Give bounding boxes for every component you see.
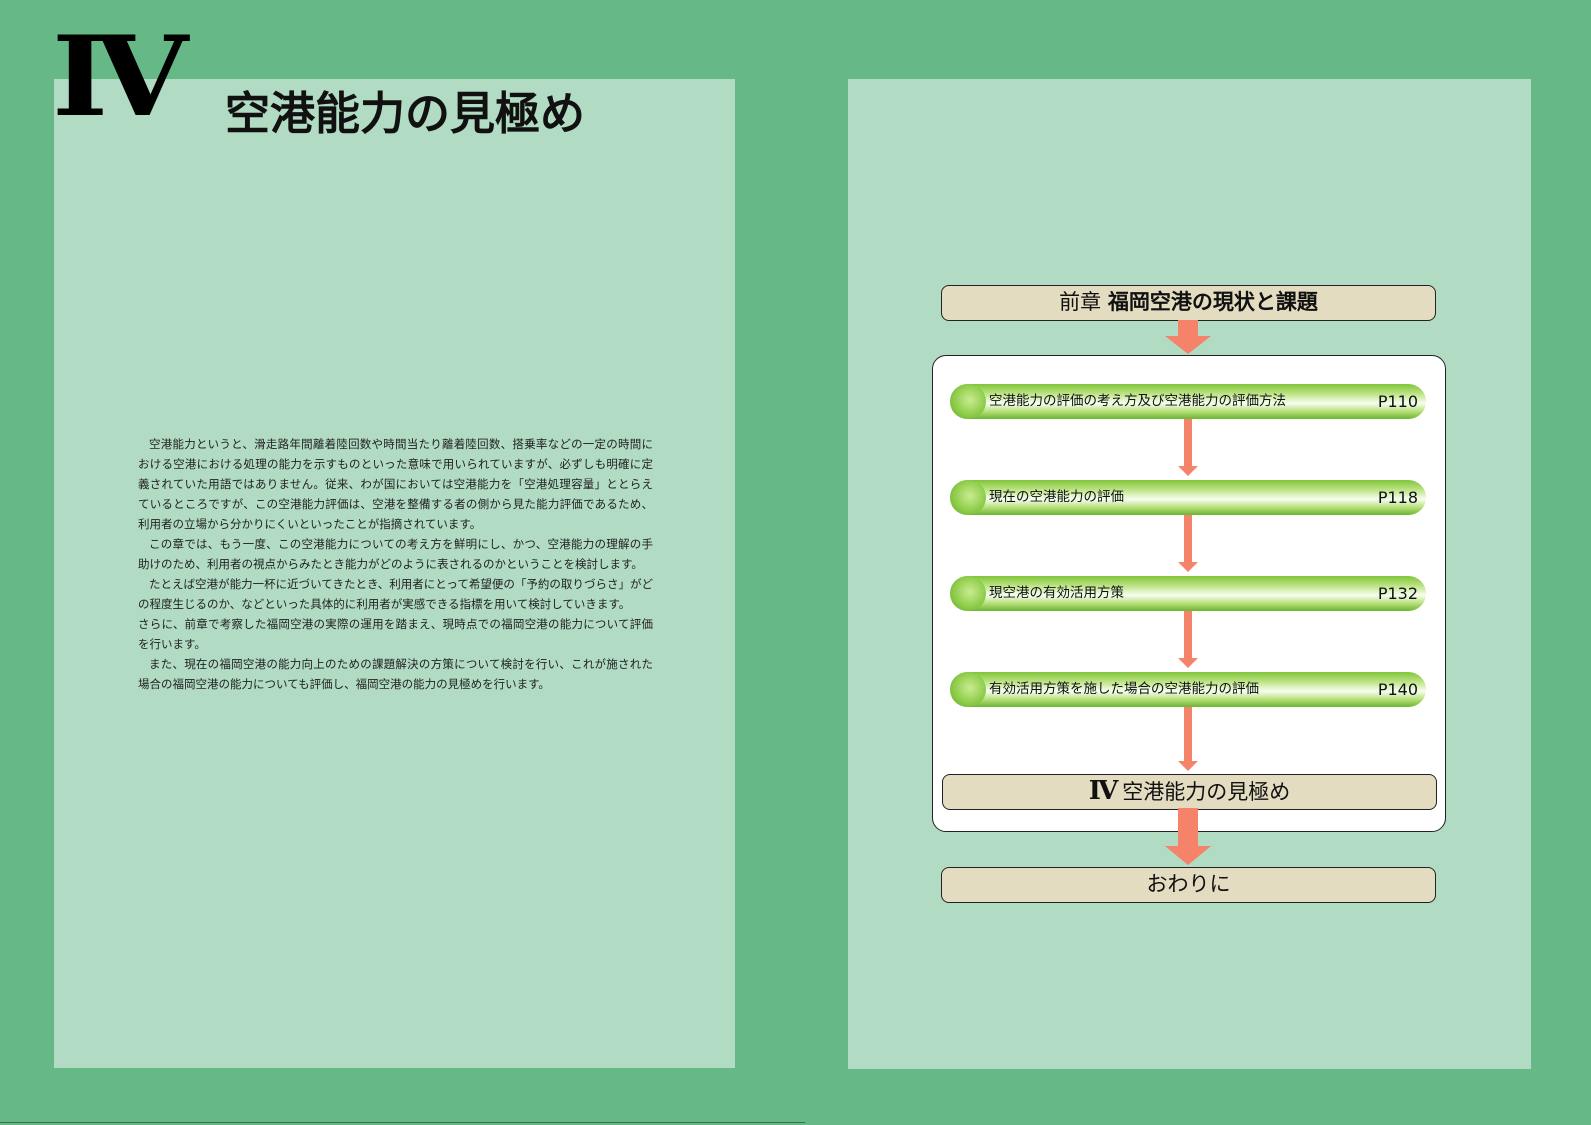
intro-paragraph: たとえば空港が能力一杯に近づいてきたとき、利用者にとって希望便の「予約の取りづら…	[138, 577, 653, 611]
section-page-ref: P132	[1377, 584, 1418, 603]
intro-paragraph: また、現在の福岡空港の能力向上のための課題解決の方策について検討を行い、これが施…	[138, 657, 653, 691]
arrow-down-icon	[1178, 611, 1198, 668]
prev-chapter-box: 前章 福岡空港の現状と課題	[941, 285, 1436, 321]
arrow-down-icon	[1178, 707, 1198, 771]
end-box: おわりに	[941, 867, 1436, 903]
section-label: 現空港の有効活用方策	[989, 585, 1124, 601]
prev-chapter-prefix: 前章	[1059, 290, 1102, 314]
intro-paragraph: 空港能力というと、滑走路年間離着陸回数や時間当たり離着陸回数、搭乗率などの一定の…	[138, 437, 653, 531]
current-chapter-numeral: Ⅳ	[1088, 776, 1118, 806]
arrow-down-icon	[1178, 515, 1198, 572]
intro-paragraph: この章では、もう一度、この空港能力についての考え方を鮮明にし、かつ、空港能力の理…	[138, 537, 653, 571]
section-item-1[interactable]: 空港能力の評価の考え方及び空港能力の評価方法 P110	[950, 384, 1426, 419]
divider	[0, 1122, 805, 1123]
chapter-title: 空港能力の見極め	[225, 87, 586, 140]
bullet-cap-icon	[950, 480, 986, 515]
current-chapter-title: 空港能力の見極め	[1122, 780, 1291, 804]
section-page-ref: P140	[1377, 680, 1418, 699]
end-label: おわりに	[1146, 872, 1231, 896]
chapter-numeral: Ⅳ	[52, 11, 188, 142]
intro-paragraph: さらに、前章で考察した福岡空港の実際の運用を踏まえ、現時点での福岡空港の能力につ…	[138, 617, 653, 651]
bullet-cap-icon	[950, 672, 986, 707]
bullet-cap-icon	[950, 576, 986, 611]
section-page-ref: P110	[1377, 392, 1418, 411]
left-page	[54, 79, 735, 1068]
arrow-down-icon	[1165, 320, 1211, 354]
arrow-down-icon	[1165, 808, 1211, 865]
section-label: 空港能力の評価の考え方及び空港能力の評価方法	[989, 393, 1286, 409]
intro-text: 空港能力というと、滑走路年間離着陸回数や時間当たり離着陸回数、搭乗率などの一定の…	[138, 434, 653, 694]
prev-chapter-title: 福岡空港の現状と課題	[1107, 290, 1318, 314]
bullet-cap-icon	[950, 384, 986, 419]
section-item-2[interactable]: 現在の空港能力の評価 P118	[950, 480, 1426, 515]
section-page-ref: P118	[1377, 488, 1418, 507]
section-item-4[interactable]: 有効活用方策を施した場合の空港能力の評価 P140	[950, 672, 1426, 707]
section-label: 現在の空港能力の評価	[989, 489, 1124, 505]
arrow-down-icon	[1178, 419, 1198, 476]
section-item-3[interactable]: 現空港の有効活用方策 P132	[950, 576, 1426, 611]
section-label: 有効活用方策を施した場合の空港能力の評価	[989, 681, 1259, 697]
